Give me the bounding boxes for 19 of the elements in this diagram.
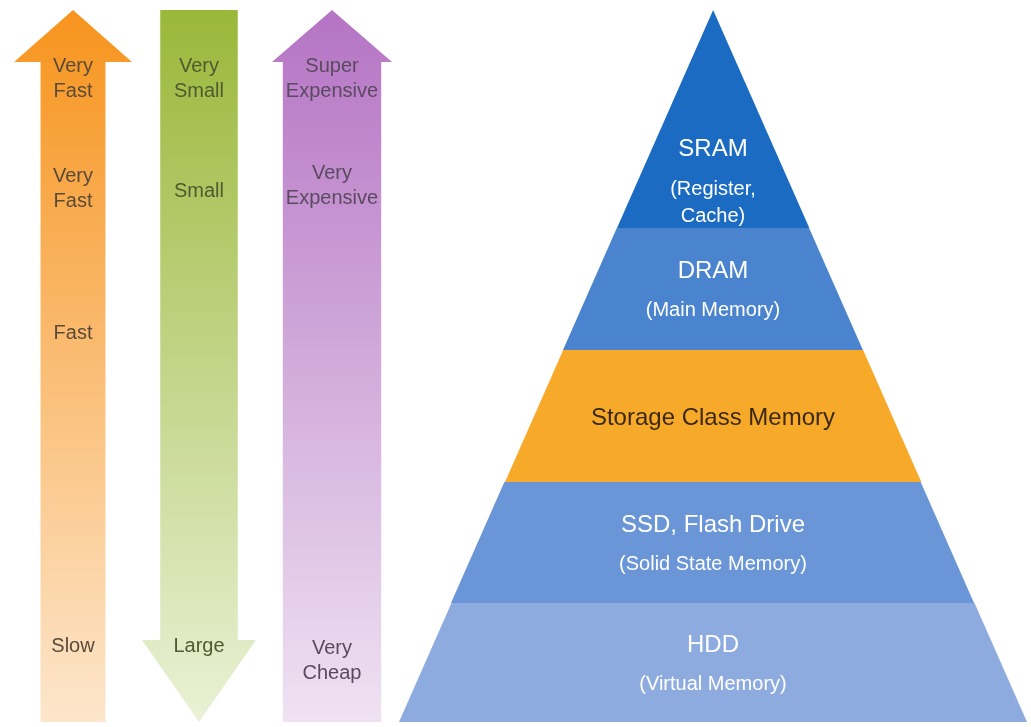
tier-subtitle: (Main Memory): [644, 296, 782, 322]
scale-label: Super Expensive: [284, 53, 380, 103]
tier-title: SSD, Flash Drive: [619, 509, 806, 536]
scale-label: Small: [173, 177, 225, 203]
tier-title: DRAM: [676, 255, 750, 283]
scale-label: Very Fast: [52, 53, 94, 103]
tier-title: SRAM: [677, 133, 749, 160]
scale-label: Very Expensive: [284, 160, 380, 210]
scale-label: Fast: [52, 319, 94, 345]
tier-subtitle: (Solid State Memory): [618, 550, 808, 576]
tier-subtitle: (Register, Cache): [669, 175, 757, 228]
tier-title: Storage Class Memory: [589, 402, 836, 430]
tier-subtitle: (Virtual Memory): [638, 670, 788, 696]
scale-label: Very Small: [173, 53, 225, 103]
scale-label: Very Fast: [52, 163, 94, 213]
scale-label: Slow: [50, 632, 96, 658]
tier-title: HDD: [686, 629, 740, 656]
scale-label: Very Cheap: [301, 635, 363, 685]
scale-label: Large: [172, 632, 226, 658]
